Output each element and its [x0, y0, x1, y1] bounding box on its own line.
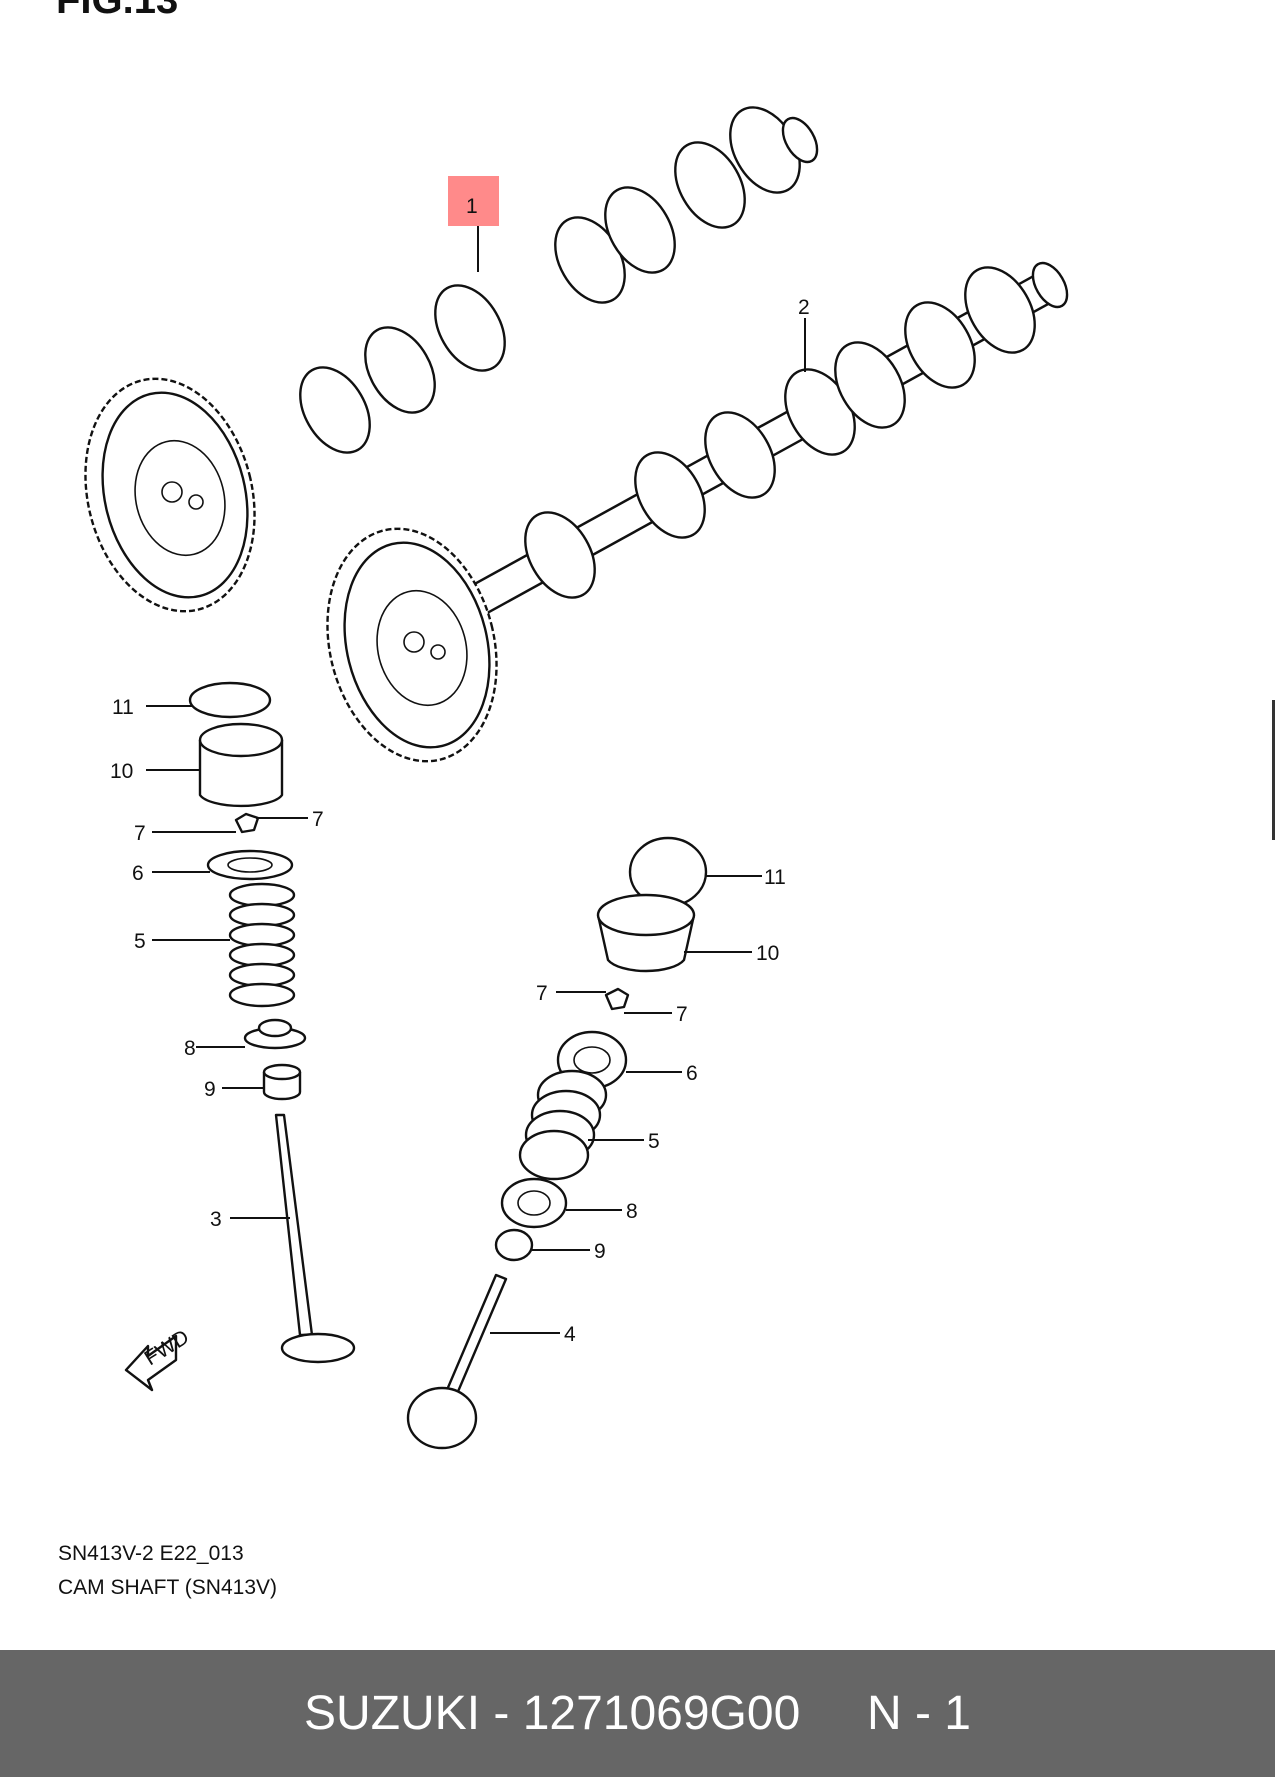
- footer-bar: SUZUKI - 1271069G00 N - 1: [0, 1650, 1275, 1777]
- spring-5-left[interactable]: [228, 882, 296, 1008]
- valve-stack-left: [188, 681, 356, 1364]
- spring-5-right[interactable]: [518, 1069, 608, 1181]
- bucket-10-left[interactable]: [198, 722, 284, 808]
- bucket-10-right[interactable]: [596, 893, 696, 973]
- fwd-arrow-icon: FWD: [124, 1325, 193, 1392]
- camshaft-exploded-diagram: FWD 1 2 3 4 5 5 6 6 7 7 7 7: [62, 95, 1074, 1450]
- callout-7-left-b[interactable]: 7: [312, 808, 324, 831]
- callout-2[interactable]: 2: [798, 296, 810, 319]
- callout-5-left[interactable]: 5: [134, 930, 146, 953]
- exhaust-valve-4[interactable]: [406, 1273, 508, 1450]
- callout-9-right[interactable]: 9: [594, 1240, 606, 1263]
- footer-part-number: SUZUKI - 1271069G00: [304, 1687, 801, 1740]
- spring-seat-8-left[interactable]: [243, 1018, 307, 1050]
- callout-7-right-b[interactable]: 7: [676, 1003, 688, 1026]
- valve-stack-right: [406, 836, 708, 1450]
- cam-gear-2: [326, 527, 498, 763]
- callout-9-left[interactable]: 9: [204, 1078, 216, 1101]
- diagram-name: CAM SHAFT (SN413V): [58, 1576, 277, 1599]
- callout-6-right[interactable]: 6: [686, 1062, 698, 1085]
- cam-lobes-1: [299, 106, 819, 454]
- figure-title: FIG.13: [56, 0, 179, 22]
- callout-10-left[interactable]: 10: [110, 760, 133, 783]
- footer-spacer: [800, 1686, 867, 1741]
- camshaft-2[interactable]: [304, 255, 1074, 779]
- callout-1[interactable]: 1: [466, 195, 478, 218]
- cam-gear-1: [84, 377, 256, 613]
- callout-6-left[interactable]: 6: [132, 862, 144, 885]
- callout-7-right-a[interactable]: 7: [536, 982, 548, 1005]
- intake-valve-3[interactable]: [274, 1113, 356, 1364]
- edge-mark-top: [1272, 700, 1275, 840]
- cam-lobes-2: [524, 261, 1069, 599]
- cotters-7-left[interactable]: [234, 812, 260, 834]
- stem-seal-9-left[interactable]: [262, 1063, 302, 1101]
- retainer-6-left[interactable]: [206, 849, 294, 881]
- diagram-code: SN413V-2 E22_013: [58, 1542, 244, 1565]
- footer-quantity: N - 1: [866, 1687, 971, 1740]
- callouts: 1 2 3 4 5 5 6 6 7 7 7 7 8 8 9 9 10 10 11…: [110, 195, 810, 1346]
- callout-11-right[interactable]: 11: [764, 866, 786, 889]
- camshaft-1[interactable]: [62, 95, 824, 629]
- callout-7-left-a[interactable]: 7: [134, 822, 146, 845]
- shim-11-left[interactable]: [188, 681, 272, 719]
- callout-4[interactable]: 4: [564, 1323, 576, 1346]
- spring-seat-8-right[interactable]: [500, 1177, 568, 1229]
- highlight-box-1: [448, 176, 499, 226]
- callout-8-left[interactable]: 8: [184, 1037, 196, 1060]
- callout-5-right[interactable]: 5: [648, 1130, 660, 1153]
- callout-11-left[interactable]: 11: [112, 696, 134, 719]
- callout-3[interactable]: 3: [210, 1208, 222, 1231]
- leader-lines: [146, 226, 806, 1334]
- callout-10-right[interactable]: 10: [756, 942, 779, 965]
- stem-seal-9-right[interactable]: [494, 1228, 534, 1262]
- callout-8-right[interactable]: 8: [626, 1200, 638, 1223]
- cotters-7-right[interactable]: [604, 987, 630, 1011]
